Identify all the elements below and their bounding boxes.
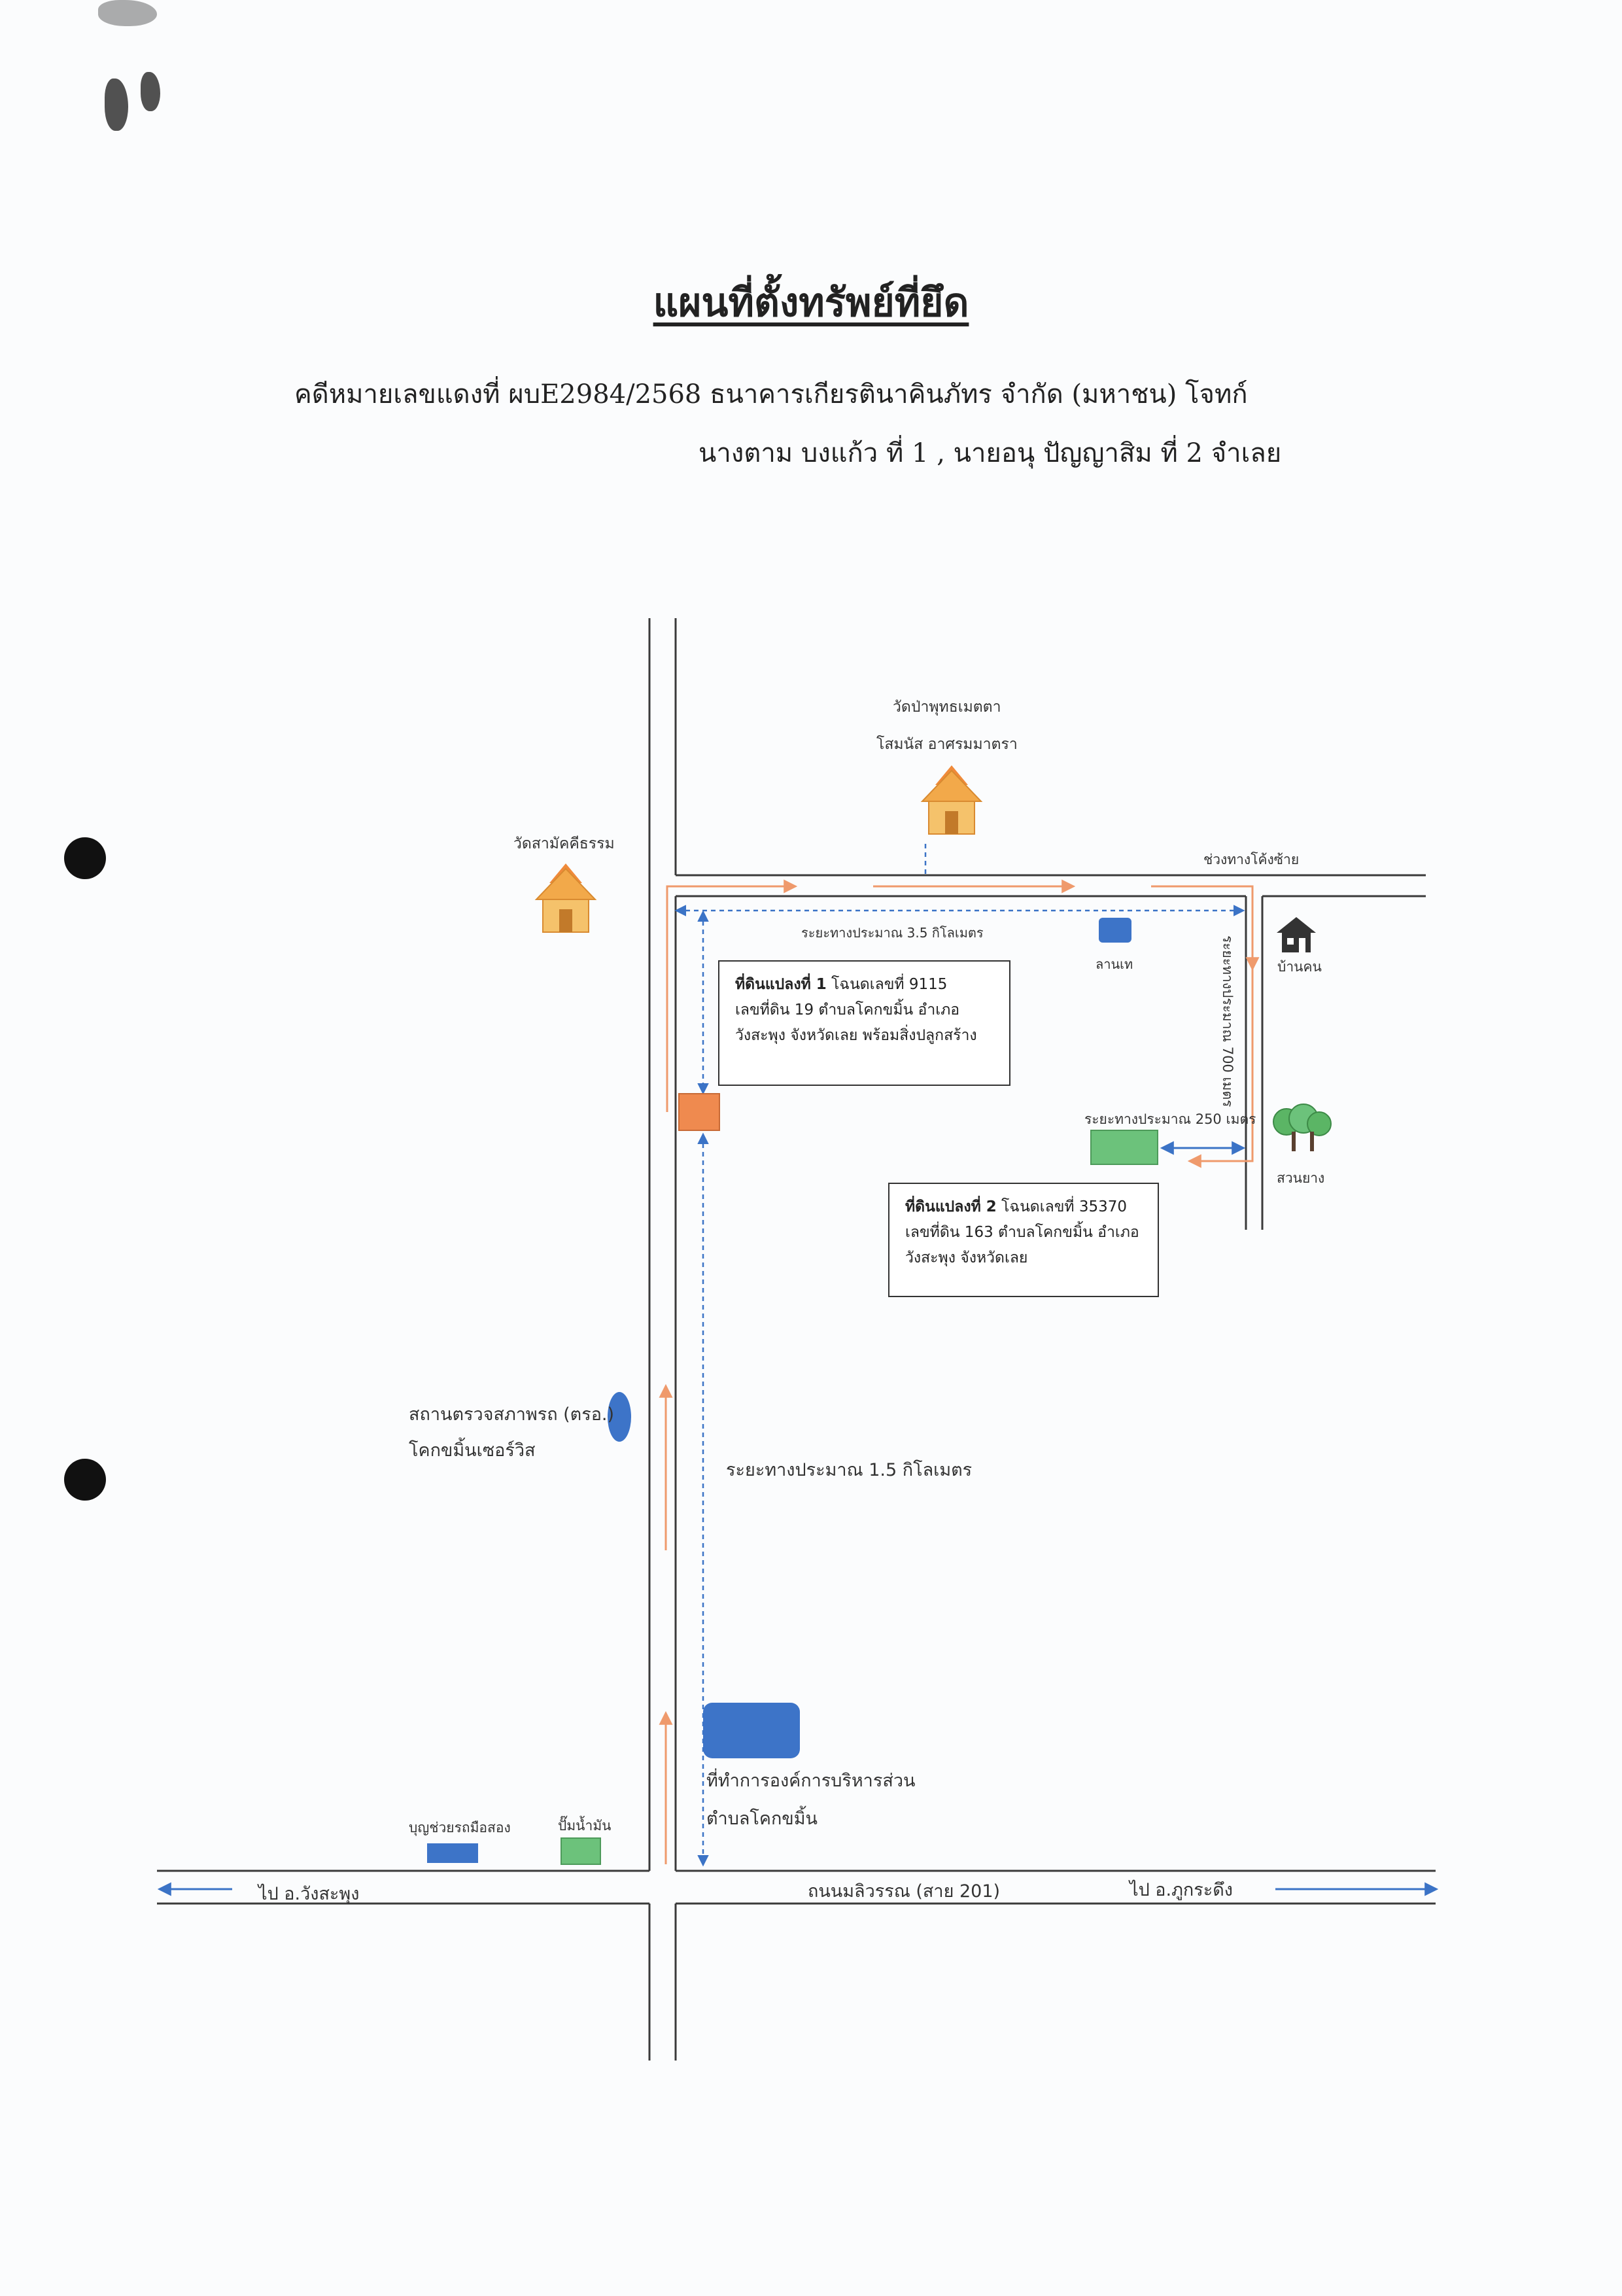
scan-smudge bbox=[98, 0, 157, 26]
road-name: ถนนมลิวรรณ (สาย 201) bbox=[808, 1881, 1001, 1902]
curve-left-label: ช่วงทางโค้งซ้าย bbox=[1203, 852, 1300, 867]
punch-hole bbox=[64, 837, 106, 879]
temple-1-subtitle: โสมนัส อาศรมมาตรา bbox=[876, 736, 1018, 753]
sao-line2: ตำบลโคกขมิ้น bbox=[706, 1809, 818, 1829]
page-title: แผนที่ตั้งทรัพย์ที่ยึด bbox=[653, 280, 969, 326]
shop-marker bbox=[427, 1843, 478, 1863]
parcel-2-line3: วังสะพุง จังหวัดเลย bbox=[905, 1249, 1028, 1266]
to-phu-kradueng: ไป อ.ภูกระดึง bbox=[1130, 1880, 1233, 1900]
house-label: บ้านคน bbox=[1277, 959, 1322, 975]
sao-marker bbox=[703, 1703, 800, 1758]
case-line-2: นางตาม บงแก้ว ที่ 1 , นายอนุ ปัญญาสิม ที… bbox=[699, 438, 1282, 468]
case-line-1: คดีหมายเลขแดงที่ ผบE2984/2568 ธนาคารเกีย… bbox=[294, 379, 1248, 409]
tree-icon bbox=[1273, 1104, 1332, 1151]
distance-top-label: ระยะทางประมาณ 3.5 กิโลเมตร bbox=[801, 925, 984, 941]
side-road-top bbox=[676, 874, 1426, 897]
gas-marker bbox=[561, 1837, 601, 1865]
inspection-line2: โคกขมิ้นเซอร์วิส bbox=[409, 1440, 536, 1461]
inspection-marker bbox=[608, 1392, 631, 1442]
parcel-1-line3: วังสะพุง จังหวัดเลย พร้อมสิ่งปลูกสร้าง bbox=[735, 1027, 977, 1044]
distance-250-label: ระยะทางประมาณ 250 เมตร bbox=[1084, 1111, 1256, 1127]
parcel-1-line1: ที่ดินแปลงที่ 1 โฉนดเลขที่ 9115 bbox=[735, 976, 948, 993]
distance-bottom-label: ระยะทางประมาณ 1.5 กิโลเมตร bbox=[726, 1460, 973, 1480]
scan-smudge bbox=[141, 72, 160, 111]
parcel-1-info: ที่ดินแปลงที่ 1 โฉนดเลขที่ 9115 เลขที่ดิ… bbox=[718, 960, 1010, 1086]
rubber-label: สวนยาง bbox=[1277, 1170, 1325, 1186]
temple-1-name: วัดป่าพุทธเมตตา bbox=[893, 699, 1001, 716]
parcel-2-line2: เลขที่ดิน 163 ตำบลโคกขมิ้น อำเภอ bbox=[905, 1224, 1139, 1241]
gas-label: ปั๊มน้ำมัน bbox=[558, 1818, 612, 1834]
temple-icon bbox=[534, 863, 597, 933]
shop-label: บุญช่วยรถมือสอง bbox=[409, 1820, 511, 1835]
lan-marker bbox=[1099, 918, 1131, 943]
parcel-2-info: ที่ดินแปลงที่ 2 โฉนดเลขที่ 35370 เลขที่ด… bbox=[888, 1183, 1159, 1297]
parcel-2-marker bbox=[1090, 1130, 1158, 1165]
house-icon bbox=[1277, 917, 1316, 952]
distance-700-label: ระยะทางประมาณ 700 เมตร bbox=[1220, 935, 1235, 1107]
to-wang-saphung: ไป อ.วังสะพุง bbox=[258, 1884, 360, 1904]
route-arrows bbox=[659, 879, 1260, 1864]
scan-smudge bbox=[105, 78, 128, 131]
punch-hole bbox=[64, 1459, 106, 1501]
temple-icon bbox=[920, 765, 983, 835]
parcel-1-line2: เลขที่ดิน 19 ตำบลโคกขมิ้น อำเภอ bbox=[735, 1001, 960, 1018]
parcel-1-marker bbox=[678, 1093, 720, 1131]
main-road bbox=[648, 618, 677, 2061]
lan-label: ลานเท bbox=[1096, 956, 1133, 972]
inspection-line1: สถานตรวจสภาพรถ (ตรอ.) bbox=[409, 1404, 615, 1425]
parcel-2-line1: ที่ดินแปลงที่ 2 โฉนดเลขที่ 35370 bbox=[905, 1198, 1128, 1215]
sao-line1: ที่ทำการองค์การบริหารส่วน bbox=[706, 1771, 916, 1791]
highway-201 bbox=[157, 1870, 1436, 1905]
side-road-right bbox=[1245, 896, 1264, 1230]
temple-2-name: วัดสามัคคีธรรม bbox=[513, 835, 615, 852]
